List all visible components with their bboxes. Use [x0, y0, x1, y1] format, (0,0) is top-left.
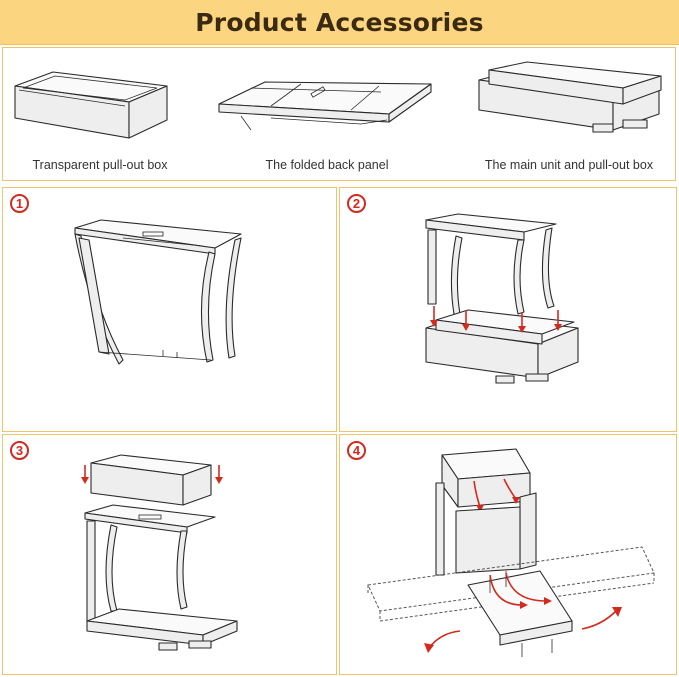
pull-out-box-drawing [14, 71, 168, 139]
assembly-step-3-drawing [81, 454, 238, 651]
step-number-badge: 4 [347, 441, 366, 460]
title-banner: Product Accessories [0, 0, 679, 45]
folded-panel-drawing [218, 81, 432, 131]
assembly-step-2-drawing [425, 213, 579, 384]
accessory-label: The folded back panel [265, 158, 389, 172]
assembly-step-4-drawing [367, 448, 655, 657]
step-1-panel: 1 [2, 187, 337, 432]
accessory-main-unit: The main unit and pull-out box [463, 48, 675, 180]
accessory-pull-out-box: Transparent pull-out box [5, 48, 195, 180]
step-number-badge: 3 [10, 441, 29, 460]
step-3-panel: 3 [2, 434, 337, 675]
step-number-badge: 1 [10, 194, 29, 213]
step-2-panel: 2 [339, 187, 677, 432]
step-number-badge: 2 [347, 194, 366, 213]
main-unit-drawing [478, 61, 662, 133]
accessory-label: Transparent pull-out box [32, 158, 168, 172]
accessory-folded-panel: The folded back panel [211, 48, 443, 180]
step-4-panel: 4 [339, 434, 677, 675]
page-title: Product Accessories [195, 7, 484, 37]
accessory-label: The main unit and pull-out box [484, 158, 654, 172]
accessories-panel: Transparent pull-out box The folded back… [2, 47, 676, 181]
assembly-step-1-drawing [74, 219, 242, 365]
